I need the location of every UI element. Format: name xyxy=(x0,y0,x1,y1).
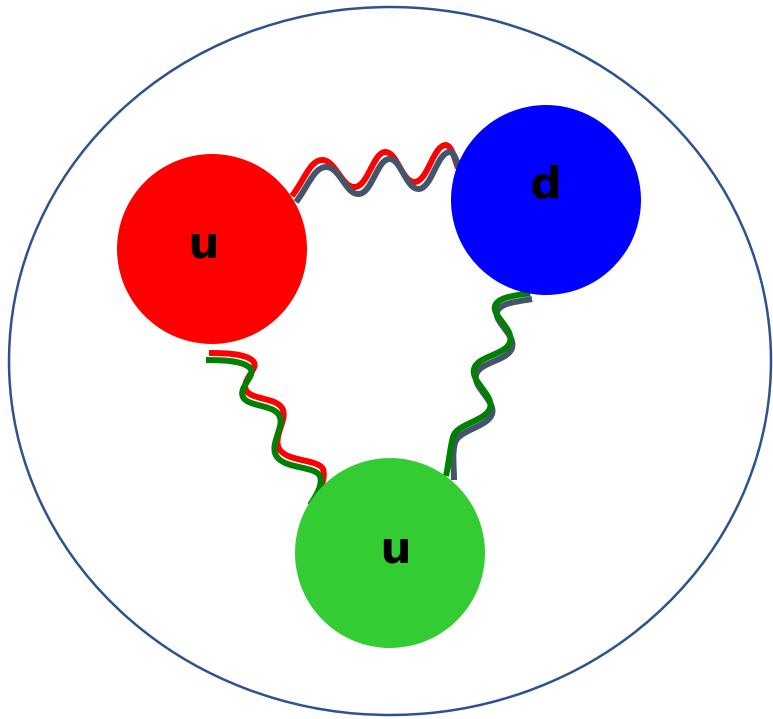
gluon-red-blue-strand-a xyxy=(289,141,461,198)
gluon-blue-green-strand-b xyxy=(443,290,531,477)
red-quark-circle xyxy=(117,154,307,344)
gluon-blue-green-strand-a xyxy=(450,296,533,481)
green-quark-label: u xyxy=(380,523,411,574)
red-quark-label: u xyxy=(188,218,219,269)
green-quark: u xyxy=(295,458,485,648)
blue-quark-label: d xyxy=(530,158,562,209)
gluon-red-green-strand-b xyxy=(205,357,324,507)
gluon-red-green-strand-a xyxy=(208,350,327,503)
gluon-red-green xyxy=(205,350,327,507)
green-quark-circle xyxy=(295,458,485,648)
gluon-red-blue-strand-b xyxy=(293,148,464,204)
gluon-blue-green xyxy=(443,290,533,481)
blue-quark-circle xyxy=(451,105,641,295)
red-quark: u xyxy=(117,154,307,344)
blue-quark: d xyxy=(451,105,641,295)
gluon-red-blue xyxy=(289,141,464,204)
proton-boundary xyxy=(7,5,773,717)
